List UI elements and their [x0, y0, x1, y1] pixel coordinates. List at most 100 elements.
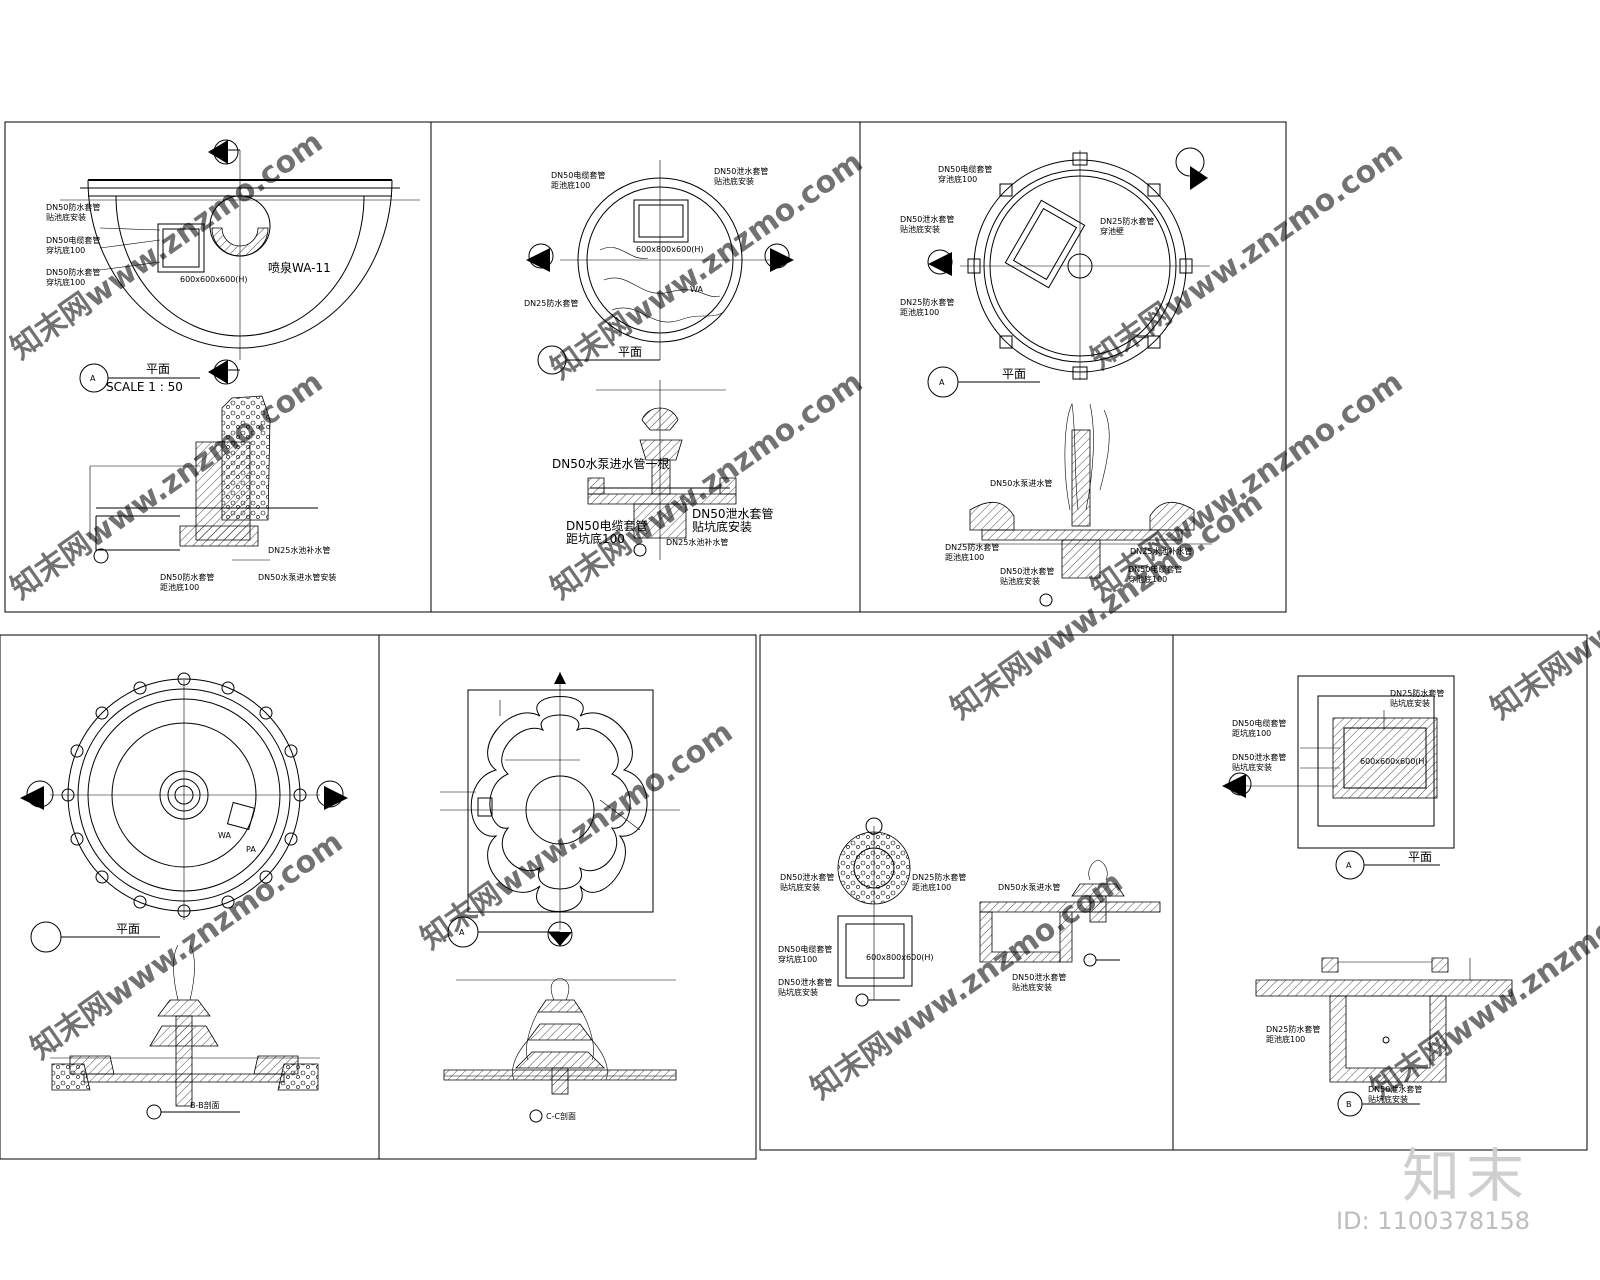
watermark: 知末网www.znzmo.com — [5, 365, 330, 607]
plan-label: DN50防水套管 — [46, 267, 100, 277]
plan-label: DN50电缆套管 — [46, 235, 100, 245]
section-label: 贴池底安装 — [1012, 982, 1052, 992]
frame-panel-3 — [859, 121, 1287, 613]
section-marker: B — [222, 368, 228, 377]
section-title: C-C剖面 — [546, 1111, 576, 1121]
section-label: 穿池底100 — [1128, 574, 1167, 584]
plan-title: 平面 — [116, 922, 140, 936]
plan-label: WA — [218, 831, 231, 840]
section-label: DN50泄水套管 — [1012, 972, 1066, 982]
section-label: DN50水泵进水管一根 — [552, 456, 670, 471]
plan-label: 距池底100 — [551, 180, 590, 190]
plan-label: 距坑底100 — [1232, 728, 1271, 738]
panel-1-plan: B B DN50防水套管 贴池底安装 DN50电缆套管 穿坑底100 DN50防… — [46, 139, 420, 394]
plan-label: DN50泄水套管 — [1232, 752, 1286, 762]
plan-title: 平面 — [146, 362, 170, 376]
section-label: DN50泄水套管 — [1368, 1084, 1422, 1094]
panel-4-plan: WA PA 平面 — [20, 672, 348, 953]
plan-label: WA — [690, 285, 703, 294]
plan-label: 贴坑底安装 — [1232, 762, 1272, 772]
plan-label: 穿池壁 — [1100, 226, 1124, 236]
plan-marker: A — [459, 928, 465, 937]
section-label: 距池底100 — [160, 582, 199, 592]
plan-label: DN50泄水套管 — [714, 166, 768, 176]
north-arrow-icon — [554, 672, 566, 684]
watermark: 知末网www.znzmo.com — [415, 715, 740, 957]
plan-label: DN50电缆套管 — [551, 170, 605, 180]
plan-label: 600x600x600(H) — [1360, 757, 1428, 766]
section-arrow-icon — [20, 786, 44, 810]
plan-label: 贴池底安装 — [900, 224, 940, 234]
section-marker: B — [1346, 1100, 1352, 1109]
panel-2: DN50电缆套管 距池底100 DN50泄水套管 贴池底安装 600x800x6… — [524, 160, 794, 560]
panel-6-section: DN50水泵进水管 DN50泄水套管 贴池底安装 — [979, 859, 1161, 992]
panel-3: DN50电缆套管 穿池底100 DN50泄水套管 贴池底安装 DN25防水套管 … — [900, 147, 1212, 607]
panel-5-section: C-C剖面 — [443, 977, 677, 1123]
panel-3-plan: DN50电缆套管 穿池底100 DN50泄水套管 贴池底安装 DN25防水套管 … — [900, 147, 1210, 398]
section-title: B-B剖面 — [190, 1100, 220, 1110]
plan-label: 穿坑底100 — [46, 277, 85, 287]
sheet-frames — [0, 121, 1588, 1160]
plan-label: 距池底100 — [900, 307, 939, 317]
panel-3-section: DN50水泵进水管 DN25防水套管 距池底100 DN50泄水套管 贴池底安装… — [945, 403, 1212, 607]
brand-id: ID: 1100378158 — [1336, 1207, 1530, 1235]
panel-2-plan: DN50电缆套管 距池底100 DN50泄水套管 贴池底安装 600x800x6… — [524, 160, 794, 375]
section-marker: B — [1236, 780, 1242, 789]
plan-label: 贴池底安装 — [714, 176, 754, 186]
plan-label: 贴坑底安装 — [780, 882, 820, 892]
panel-6: 600x800x600(H) DN50泄水套管 贴坑底安装 DN50电缆套管 穿… — [778, 817, 1161, 1007]
section-label: DN25防水套管 — [945, 542, 999, 552]
panel-4: WA PA 平面 B-B剖面 — [20, 672, 348, 1120]
plan-label: DN25防水套管 — [900, 297, 954, 307]
section-arrow-icon — [928, 252, 952, 276]
plan-label: DN25防水套管 — [524, 298, 578, 308]
section-label: 距坑底100 — [566, 531, 625, 546]
section-arrow-icon — [324, 786, 348, 810]
plan-label: DN25防水套管 — [1100, 216, 1154, 226]
section-arrow-icon — [1222, 774, 1246, 798]
panel-6-plan: 600x800x600(H) DN50泄水套管 贴坑底安装 DN50电缆套管 穿… — [778, 817, 966, 1007]
section-label: DN25水池补水管 — [1130, 546, 1192, 556]
plan-label: 600x800x600(H) — [866, 953, 934, 962]
plan-label: DN25防水套管 — [912, 872, 966, 882]
panel-5: A C-C剖面 — [440, 672, 680, 1123]
plan-label: DN25防水套管 — [1390, 688, 1444, 698]
frame-panel-5 — [378, 634, 757, 1160]
section-label: DN50电缆套管 — [1128, 564, 1182, 574]
section-arrow-icon — [770, 248, 794, 272]
brand-watermark: 知末 ID: 1100378158 — [1270, 1145, 1530, 1235]
section-label: DN25防水套管 — [1266, 1024, 1320, 1034]
plan-label: DN50泄水套管 — [900, 214, 954, 224]
section-label: DN50水泵进水管安装 — [258, 572, 336, 582]
section-label: DN50泄水套管 — [1000, 566, 1054, 576]
plan-pier — [61, 672, 307, 918]
plan-title: 平面 — [1408, 850, 1432, 864]
panel-5-plan: A — [440, 672, 680, 948]
section-label: DN50电缆套管 — [566, 518, 648, 533]
section-label: 贴坑底安装 — [692, 519, 752, 534]
section-arrow-icon — [548, 932, 572, 946]
plan-label: 贴坑底安装 — [778, 987, 818, 997]
plan-label: 贴池底安装 — [46, 212, 86, 222]
plan-title: 平面 — [1002, 367, 1026, 381]
section-label: 贴池底安装 — [1000, 576, 1040, 586]
section-label: 贴坑底安装 — [1368, 1094, 1408, 1104]
section-arrow-icon — [208, 360, 228, 384]
watermark: 知末网www.znzmo.com — [1485, 485, 1600, 727]
section-arrow-icon — [526, 248, 550, 272]
plan-label: 穿坑底100 — [46, 245, 85, 255]
section-label: 距池底100 — [1266, 1034, 1305, 1044]
plan-label: DN50电缆套管 — [1232, 718, 1286, 728]
plan-label: 穿池底100 — [938, 174, 977, 184]
plan-label: DN50电缆套管 — [938, 164, 992, 174]
plan-label: DN50泄水套管 — [780, 872, 834, 882]
watermark: 知末网www.znzmo.com — [1085, 135, 1410, 377]
plan-marker: A — [1346, 861, 1352, 870]
panel-1-section: DN25水池补水管 DN50防水套管 距池底100 DN50水泵进水管安装 — [89, 395, 336, 592]
plan-label: 穿坑底100 — [778, 954, 817, 964]
section-label: DN50泄水套管 — [692, 506, 774, 521]
section-label: 距池底100 — [945, 552, 984, 562]
section-label: DN50防水套管 — [160, 572, 214, 582]
section-label: DN50水泵进水管 — [990, 478, 1052, 488]
section-label: DN50水泵进水管 — [998, 882, 1060, 892]
